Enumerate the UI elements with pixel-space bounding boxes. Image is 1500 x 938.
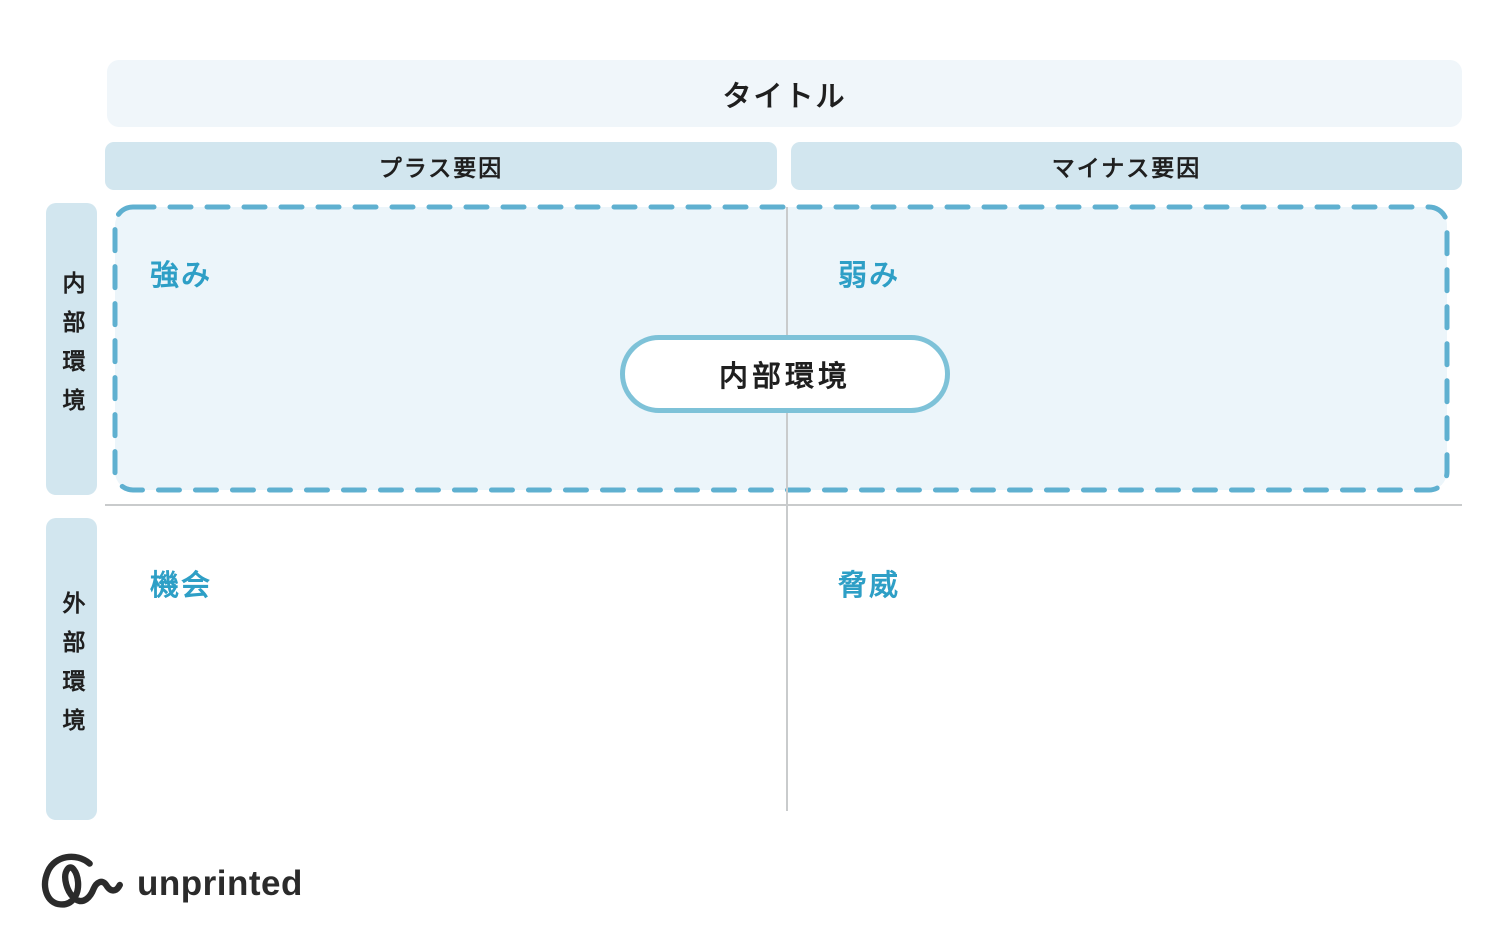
row-divider-line — [105, 504, 1462, 506]
title-bar: タイトル — [107, 60, 1462, 127]
threats-label: 脅威 — [838, 570, 901, 602]
minus-factor-header: マイナス要因 — [791, 142, 1462, 190]
external-environment-sidebar: 外部環境 — [46, 518, 97, 820]
plus-factor-header: プラス要因 — [105, 142, 777, 190]
external-environment-row-label: 外部環境 — [59, 591, 85, 747]
plus-factor-label: プラス要因 — [378, 155, 504, 181]
internal-environment-row-label: 内部環境 — [59, 271, 85, 427]
column-divider-line — [786, 207, 788, 811]
unprinted-scribble-icon — [41, 853, 123, 908]
internal-environment-sidebar: 内部環境 — [46, 203, 97, 495]
opportunities-label: 機会 — [150, 570, 213, 602]
internal-environment-badge: 内部環境 — [620, 335, 950, 413]
page-title: タイトル — [722, 80, 847, 113]
strengths-label: 強み — [150, 260, 213, 292]
internal-environment-badge-label: 内部環境 — [718, 361, 851, 393]
minus-factor-label: マイナス要因 — [1051, 155, 1202, 181]
weaknesses-label: 弱み — [838, 260, 901, 292]
unprinted-logo-text: unprinted — [137, 864, 303, 903]
footer-logo: unprinted — [35, 850, 303, 918]
